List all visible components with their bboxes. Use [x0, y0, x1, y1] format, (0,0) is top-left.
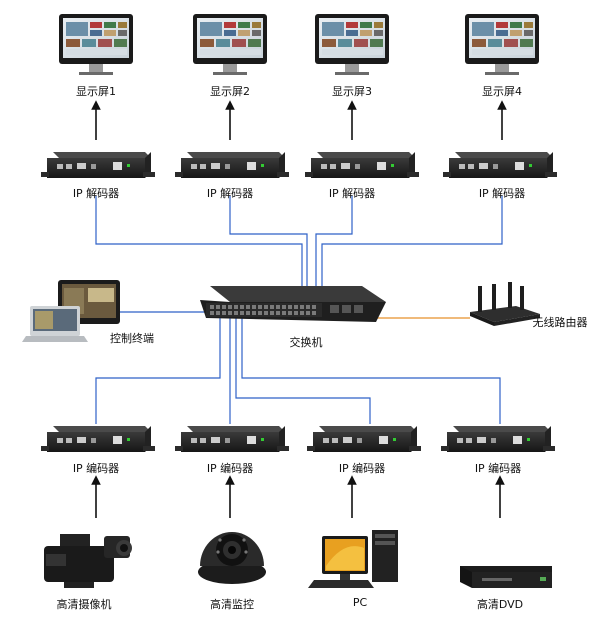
decoder-links: [95, 196, 503, 300]
tablet-laptop-icon: [22, 280, 120, 342]
source-label-surveillance: 高清监控: [210, 598, 254, 611]
switch-label: 交换机: [289, 336, 323, 349]
display-label-3: 显示屏3: [332, 85, 372, 98]
source-label-pc: PC: [352, 596, 368, 609]
router-label: 无线路由器: [532, 316, 588, 329]
wireless-router-icon: [470, 282, 540, 326]
monitor-icon: [315, 14, 389, 75]
decoder-box-icon: [443, 152, 557, 178]
encoder-label-2: IP 编码器: [206, 462, 254, 475]
encoder-label-3: IP 编码器: [338, 462, 386, 475]
decoder-box-icon: [305, 152, 419, 178]
decoder-label-4: IP 解码器: [478, 187, 526, 200]
display-label-4: 显示屏4: [482, 85, 522, 98]
encoder-box-icon: [41, 426, 155, 452]
encoder-box-icon: [175, 426, 289, 452]
desktop-pc-icon: [308, 530, 398, 588]
dvd-player-icon: [460, 566, 552, 588]
monitor-icon: [465, 14, 539, 75]
display-label-2: 显示屏2: [210, 85, 250, 98]
source-label-camcorder: 高清摄像机: [56, 598, 112, 611]
encoder-box-icon: [307, 426, 421, 452]
encoder-label-1: IP 编码器: [72, 462, 120, 475]
encoder-links: [95, 318, 501, 424]
encoder-box-icon: [441, 426, 555, 452]
network-switch-icon: [200, 286, 386, 322]
source-label-dvd: 高清DVD: [476, 598, 524, 611]
control-terminal-label: 控制终端: [110, 332, 154, 345]
dome-camera-icon: [198, 532, 266, 584]
monitor-icon: [59, 14, 133, 75]
decoder-box-icon: [175, 152, 289, 178]
decoder-box-icon: [41, 152, 155, 178]
decoder-label-3: IP 解码器: [328, 187, 376, 200]
encoder-label-4: IP 编码器: [474, 462, 522, 475]
monitor-icon: [193, 14, 267, 75]
decoder-label-2: IP 解码器: [206, 187, 254, 200]
display-label-1: 显示屏1: [76, 85, 116, 98]
camcorder-icon: [44, 534, 132, 588]
decoder-label-1: IP 解码器: [72, 187, 120, 200]
